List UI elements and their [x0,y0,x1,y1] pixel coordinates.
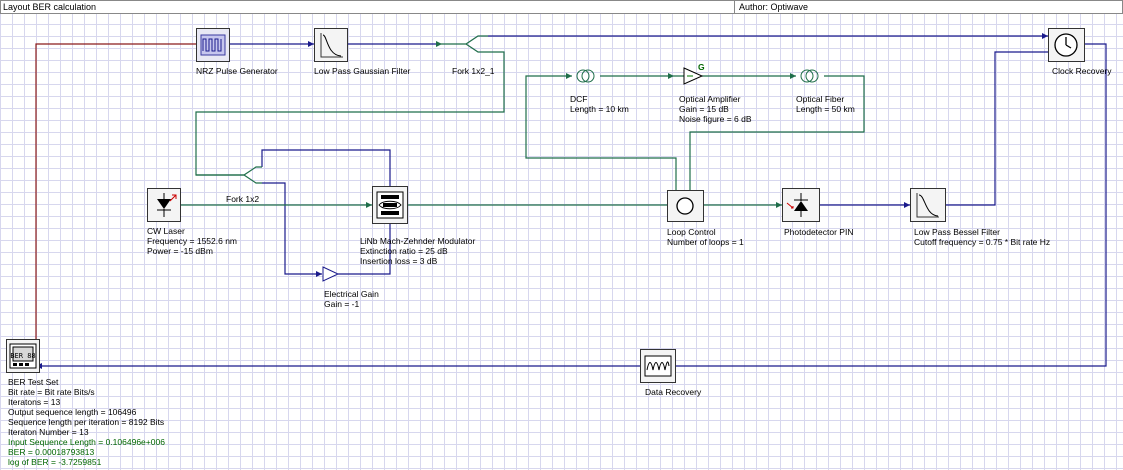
egain-param: Gain = -1 [324,299,360,309]
ber-analyzer-icon: BER 88 [9,343,37,369]
arrow-egain [316,271,322,277]
amp-g-mark: G [698,62,705,72]
bessel-filter-icon [916,193,939,218]
loop-control-block[interactable] [667,190,704,222]
mach-zehnder-modulator-block[interactable] [372,186,408,224]
pin-label: Photodetector PIN [784,227,854,237]
arrow-pin [776,202,782,208]
ber-label: BER Test Set [8,377,59,387]
loop-label: Loop Control [667,227,716,237]
ber-result-1: BER = 0.00018793813 [8,447,95,457]
fork1-symbol [440,35,488,53]
title-separator [734,1,735,13]
fork1-label: Fork 1x2_1 [452,66,495,76]
data-recovery-icon [644,355,672,377]
fork2-label: Fork 1x2 [226,194,260,204]
amp-gain: Gain = 15 dB [679,104,729,114]
author-field: Author: Optiwave [739,2,809,12]
ber-param-2: Output sequence length = 106496 [8,407,137,417]
photodetector-pin-block[interactable] [782,188,820,222]
wire-bessel-to-clock [946,51,1048,206]
data-recovery-block[interactable] [640,349,676,383]
arrow-fork1 [436,41,442,47]
mzm-insertion: Insertion loss = 3 dB [360,256,438,266]
optical-amplifier-icon[interactable] [682,67,704,85]
ber-param-1: Iteratons = 13 [8,397,61,407]
wire-clock-to-datarec [676,43,1107,367]
ber-param-3: Sequence length per iteration = 8192 Bit… [8,417,165,427]
loop-param: Number of loops = 1 [667,237,744,247]
clock-recovery-block[interactable] [1048,28,1085,62]
fiber-label: Optical Fiber [796,94,845,104]
dcf-fiber-icon[interactable] [572,68,602,84]
layout-title: Layout BER calculation [3,2,97,12]
ber-result-0: Input Sequence Length = 0.106496e+006 [8,437,165,447]
bessel-label: Low Pass Bessel Filter [914,227,1000,237]
arrow-dcf [566,73,572,79]
bessel-param: Cutoff frequency = 0.75 * Bit rate Hz [914,237,1051,247]
nrz-pulse-generator-block[interactable] [196,28,230,62]
ber-param-0: Bit rate = Bit rate Bits/s [8,387,95,397]
nrz-label: NRZ Pulse Generator [196,66,278,76]
datarec-label: Data Recovery [645,387,702,397]
laser-diode-icon [157,193,177,217]
low-pass-gaussian-filter-block[interactable] [314,28,348,62]
mzm-extinction: Extinction ratio = 25 dB [360,246,448,256]
loop-icon [676,197,694,215]
wire-egain-to-mzm [338,224,391,275]
mzm-label: LiNb Mach-Zehnder Modulator [360,236,476,246]
title-bar: Layout BER calculation Author: Optiwave [0,0,1123,14]
gaussian-filter-icon [320,33,343,58]
arrow-clock [1042,33,1048,39]
mzm-icon [376,191,404,219]
low-pass-bessel-filter-block[interactable] [910,188,946,222]
fork2-symbol [196,166,262,184]
amp-noise: Noise figure = 6 dB [679,114,752,124]
cw-label: CW Laser [147,226,185,236]
arrow-mzm [366,202,372,208]
amp-label: Optical Amplifier [679,94,741,104]
arrow-lpg [308,41,314,47]
cw-frequency: Frequency = 1552.6 nm [147,236,238,246]
lpg-label: Low Pass Gaussian Filter [314,66,411,76]
photodiode-icon [786,193,808,217]
dcf-label: DCF [570,94,588,104]
fiber-param: Length = 50 km [796,104,855,114]
ber-result-2: log of BER = -3.7259851 [8,457,102,467]
arrow-amp [668,73,674,79]
dcf-param: Length = 10 km [570,104,629,114]
arrow-bessel [904,202,910,208]
ber-param-4: Iteraton Number = 13 [8,427,89,437]
wire-fork2-to-mzm-top [261,149,391,186]
electrical-gain-icon[interactable] [322,266,340,282]
nrz-pulse-icon [200,34,226,56]
ber-screen-text: BER 88 [10,352,35,360]
cw-laser-block[interactable] [147,188,181,222]
egain-label: Electrical Gain [324,289,379,299]
clock-label: Clock Recovery [1052,66,1112,76]
optical-fiber-icon[interactable] [796,68,826,84]
ber-test-set-block[interactable]: BER 88 [6,339,40,373]
clock-icon [1054,33,1078,57]
arrow-fiber [790,73,796,79]
cw-power: Power = -15 dBm [147,246,213,256]
wire-ber-to-nrz [35,43,196,340]
wire-fork2-to-egain [262,182,322,275]
wire-fiber-to-loop [689,75,865,190]
wire-loop-to-dcf [525,75,677,190]
